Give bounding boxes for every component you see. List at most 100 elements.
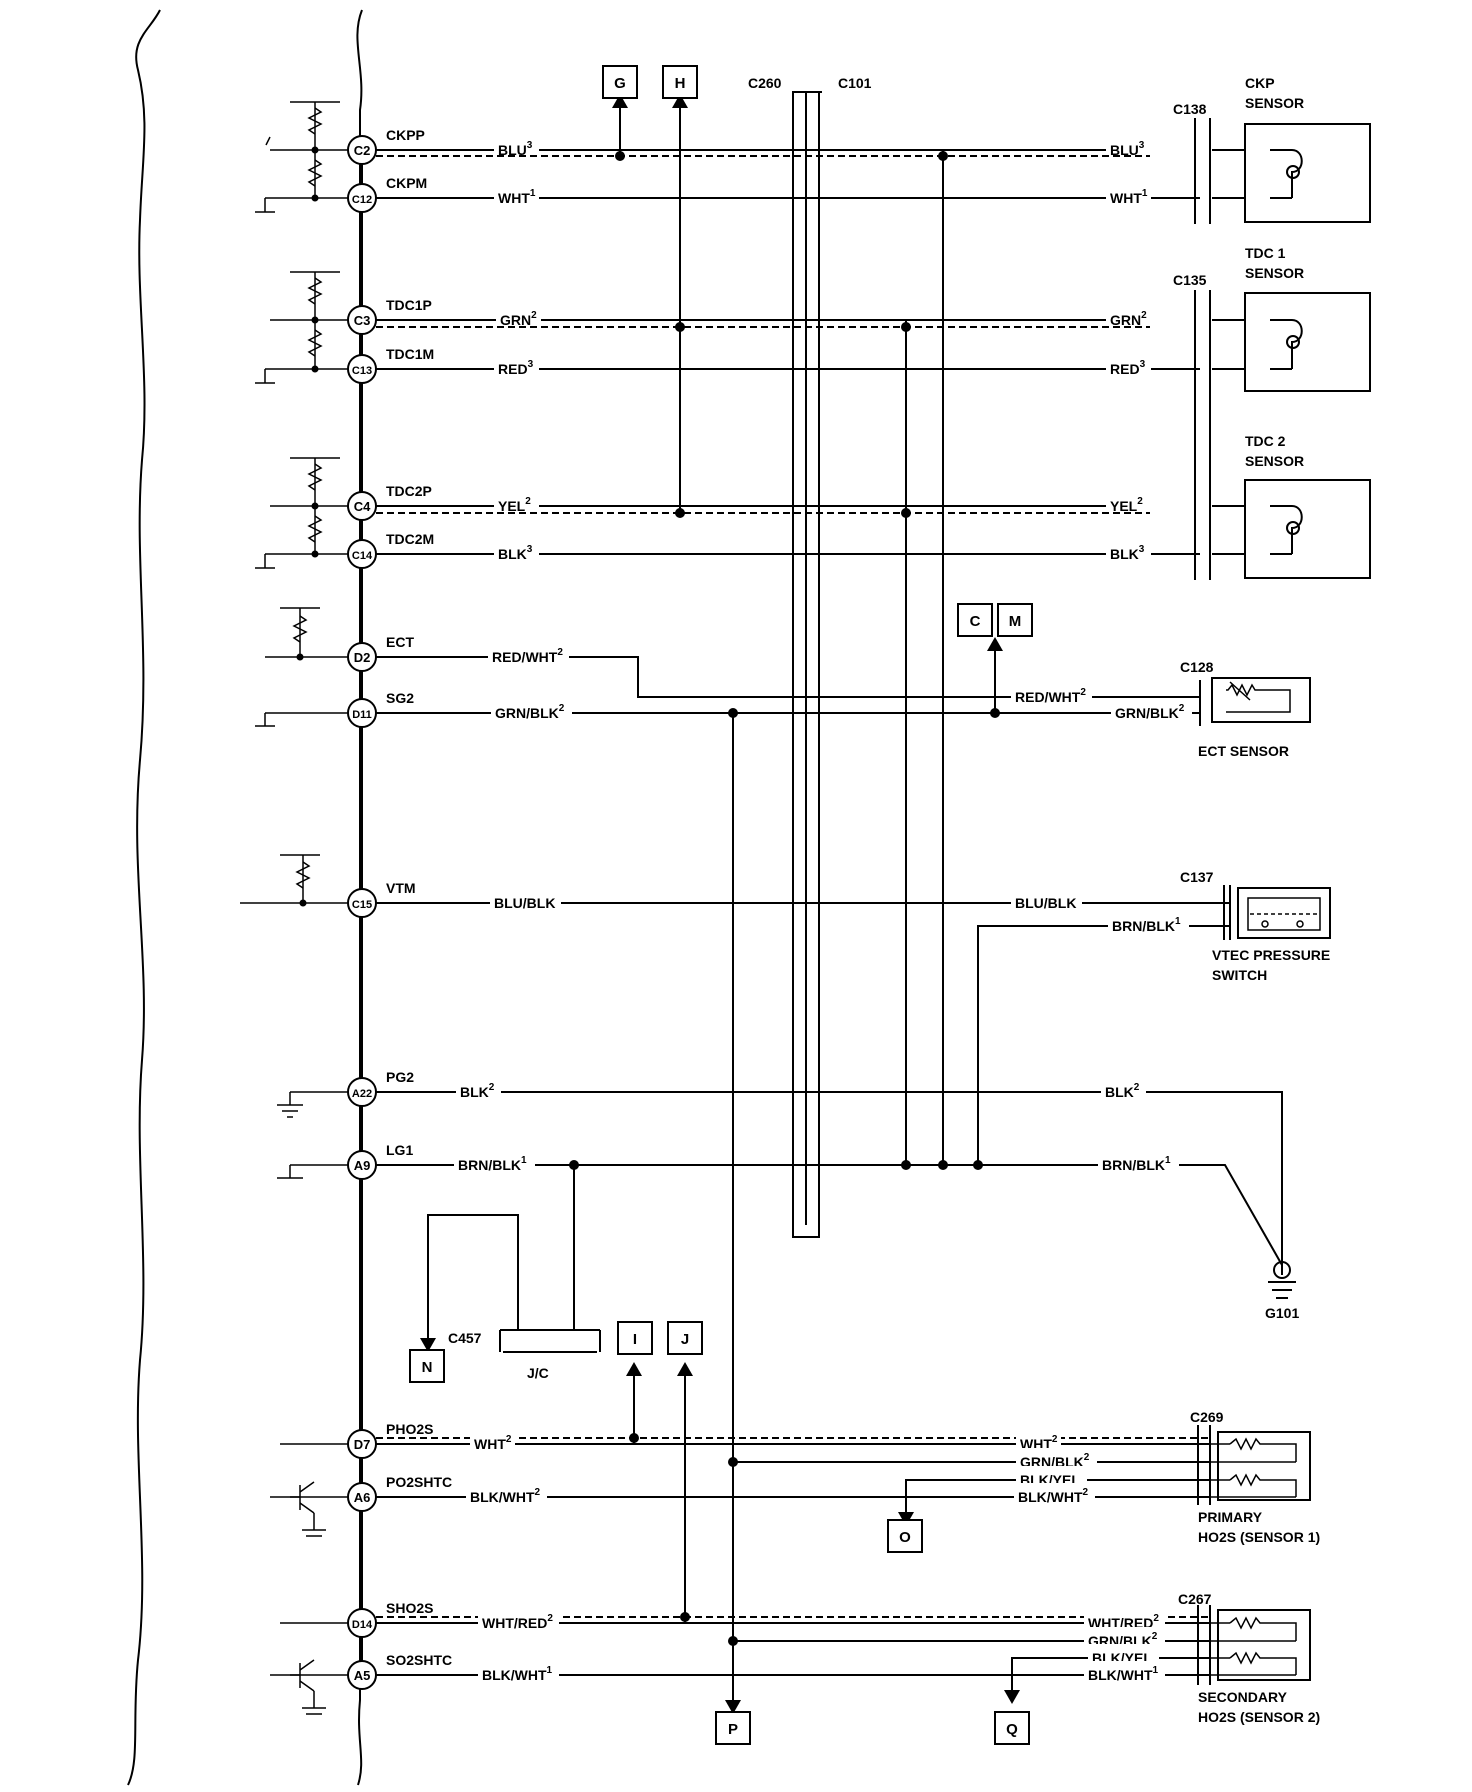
wire-label-vtec-brn: BRN/BLK1 [1112,916,1181,934]
ecm-pin-d7: D7 PHO2S [347,1421,433,1459]
pin-id: C4 [354,499,371,514]
wire-label-d14-left: WHT/RED2 [482,1613,553,1631]
wire-label-c2-left: BLU3 [498,140,533,158]
joint-connector [499,1329,601,1353]
connector-c137-label: C137 [1180,869,1214,885]
svg-text:G: G [614,75,626,92]
pin-id: D7 [354,1437,371,1452]
wire-label-d11-left: GRN/BLK2 [495,703,565,721]
ref-box-q: Q [994,1711,1030,1745]
ref-box-i: I [617,1321,653,1355]
connector-c260-label: C260 [748,75,782,91]
svg-text:C: C [970,613,981,630]
ecm-pin-c15: C15 VTM [347,880,416,918]
primary-ho2s-label-1: PRIMARY [1198,1509,1263,1525]
pin-label: PHO2S [386,1421,433,1437]
pin-id: D2 [354,650,371,665]
svg-text:N: N [422,1359,433,1376]
ref-box-h: H [662,65,698,99]
ecm-pin-a5: A5 SO2SHTC [347,1652,452,1690]
pin-label: SG2 [386,690,414,706]
connector-c267-label: C267 [1178,1591,1212,1607]
tdc1-sensor-label-1: TDC 1 [1245,245,1286,261]
wire-label-c13-right: RED3 [1110,359,1146,377]
g101-label: G101 [1265,1305,1299,1321]
wire-label-d11-right: GRN/BLK2 [1115,703,1185,721]
connector-c135-label: C135 [1173,272,1207,288]
ecm-pin-d2: D2 ECT [347,634,414,672]
pin-id: C15 [352,899,372,911]
wire-label-d7-right: WHT2 [1020,1434,1058,1452]
wire-label-c3-right: GRN2 [1110,310,1147,328]
pin-label: TDC2M [386,531,434,547]
tdc2-sensor-label-1: TDC 2 [1245,433,1286,449]
svg-text:J: J [681,1331,689,1348]
tdc2-sensor-label-2: SENSOR [1245,453,1304,469]
ecm-internal-circuits [240,101,350,1715]
pin-id: A9 [354,1158,371,1173]
svg-text:Q: Q [1006,1721,1018,1738]
wire-label-a6-left: BLK/WHT2 [470,1487,541,1505]
wire-label-c3-left: GRN2 [500,310,537,328]
wire-label-c13-left: RED3 [498,359,534,377]
primary-ho2s-label-2: HO2S (SENSOR 1) [1198,1529,1320,1545]
svg-text:I: I [633,1331,637,1348]
pin-label: CKPP [386,127,425,143]
pin-label: ECT [386,634,414,650]
ref-box-m: M [997,603,1033,637]
pin-label: TDC1M [386,346,434,362]
tdc1-sensor-label-2: SENSOR [1245,265,1304,281]
pin-id: D11 [352,709,372,721]
wire-label-a6-right: BLK/WHT2 [1018,1487,1089,1505]
wire-label-c4-right: YEL2 [1110,496,1143,514]
pin-id: C14 [352,550,373,562]
wire-label-d2-right: RED/WHT2 [1015,687,1086,705]
pin-label: SO2SHTC [386,1652,452,1668]
ect-sensor [1199,677,1311,726]
primary-ho2s [1197,1425,1311,1505]
ecm-pin-c14: C14 TDC2M [347,531,434,569]
wire-label-c12-right: WHT1 [1110,188,1148,206]
vtec-switch-label-1: VTEC PRESSURE [1212,947,1330,963]
pin-id: C12 [352,194,372,206]
wire-label-a5-right: BLK/WHT1 [1088,1665,1159,1683]
connector-c101-label: C101 [838,75,872,91]
secondary-ho2s [1197,1605,1311,1685]
ref-box-n: N [409,1349,445,1383]
wire-label-a22-left: BLK2 [460,1082,495,1100]
ecm-right-edge [356,9,363,1786]
tdc1-sensor [1194,290,1371,580]
pin-label: VTM [386,880,416,896]
splice-dots [569,151,1000,1646]
ckp-sensor [1194,118,1371,224]
pin-id: A5 [354,1668,371,1683]
wire-label-d2-left: RED/WHT2 [492,647,563,665]
ref-box-p: P [715,1711,751,1745]
wire-label-d7-left: WHT2 [474,1434,512,1452]
ref-box-g: G [602,65,638,99]
ckp-sensor-label-1: CKP [1245,75,1275,91]
svg-text:H: H [675,75,686,92]
pin-label: CKPM [386,175,427,191]
wire-label-c14-left: BLK3 [498,544,533,562]
pin-label: PG2 [386,1069,414,1085]
tdc2-sensor [1212,479,1371,579]
pin-label: TDC1P [386,297,432,313]
jc-label: J/C [527,1365,549,1381]
wire-label-c14-right: BLK3 [1110,544,1145,562]
wire-label-c15-right: BLU/BLK [1015,895,1076,911]
ecm-pin-a9: A9 LG1 [347,1142,413,1180]
ecm-outline [127,9,161,1786]
pin-id: A22 [352,1088,372,1100]
wire-label-a22-right: BLK2 [1105,1082,1140,1100]
vtec-pressure-switch [1223,885,1331,940]
pin-label: LG1 [386,1142,413,1158]
ckp-sensor-label-2: SENSOR [1245,95,1304,111]
secondary-ho2s-label-1: SECONDARY [1198,1689,1288,1705]
